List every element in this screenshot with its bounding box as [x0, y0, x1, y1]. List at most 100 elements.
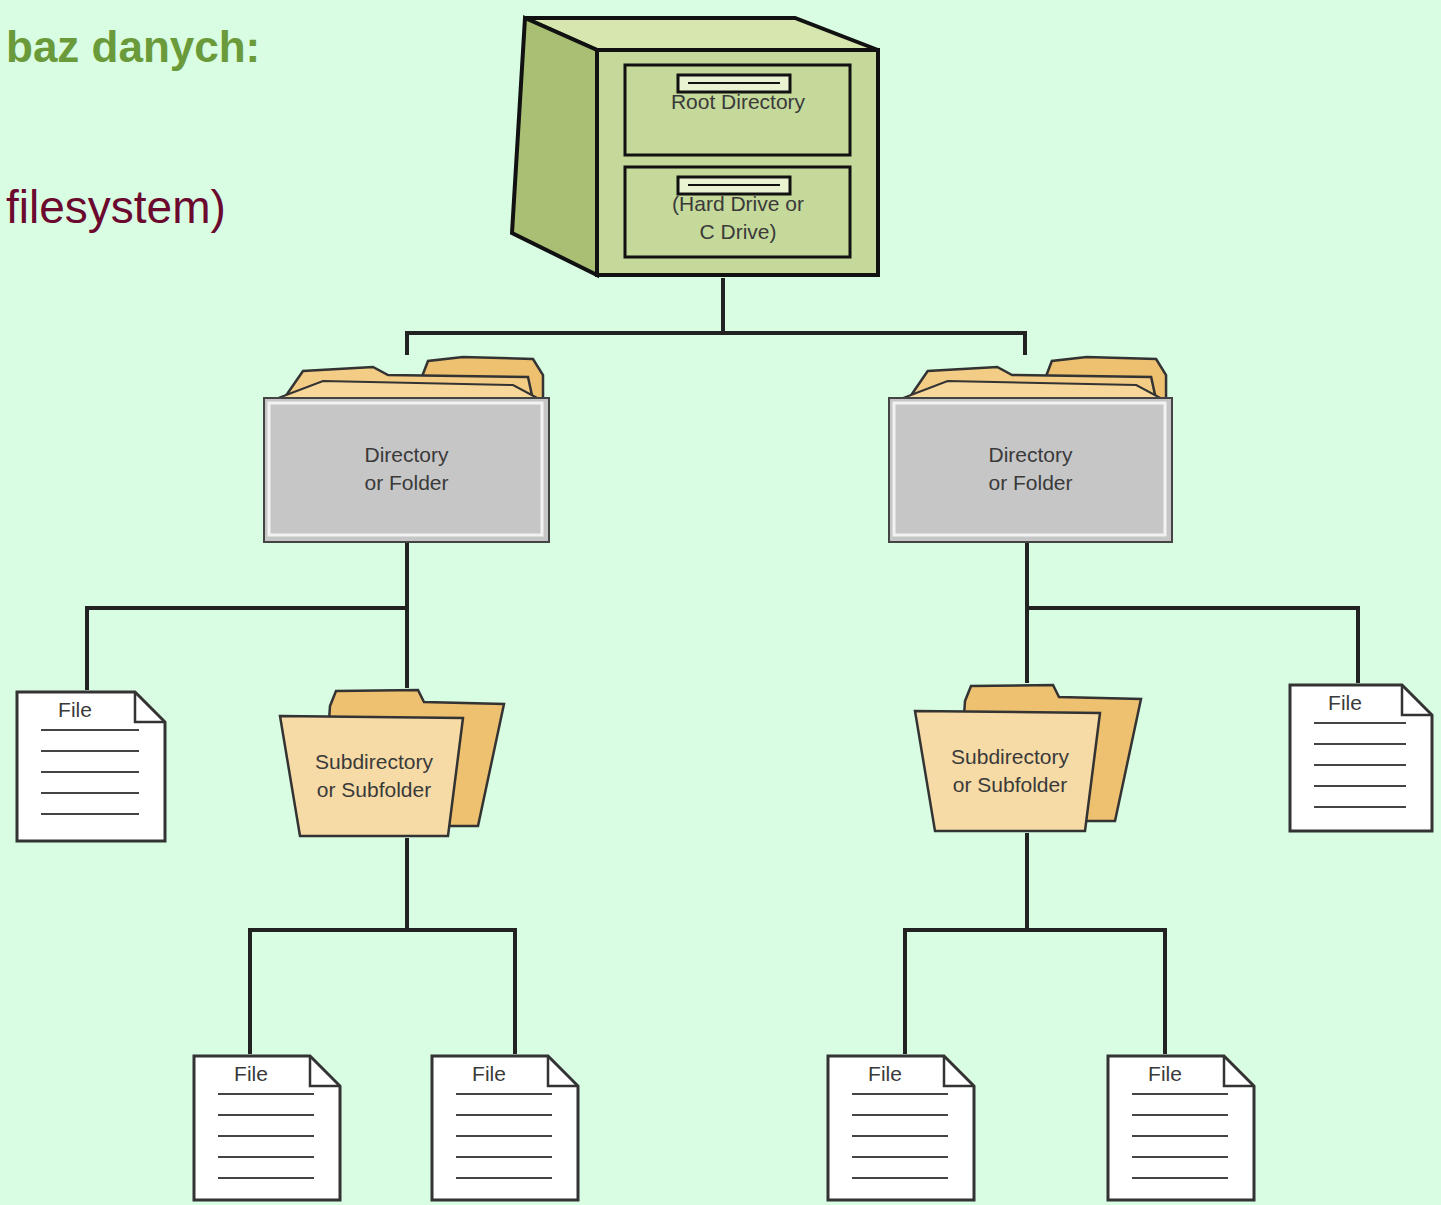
page-fold: [548, 1056, 578, 1086]
text-slot: File: [832, 1060, 938, 1088]
text-line: [218, 1093, 314, 1095]
text-line: [218, 1156, 314, 1158]
subfolder-front: [915, 711, 1100, 831]
cabinet-side: [512, 18, 597, 275]
subfolder: Subdirectory or Subfolder: [278, 688, 508, 838]
file-label: File: [1148, 1060, 1182, 1088]
tree-connector: [723, 278, 1025, 355]
page-fold: [135, 692, 165, 722]
directory-folder: Directory or Folder: [263, 355, 550, 543]
text-line: [456, 1114, 552, 1116]
directory-folder: Directory or Folder: [888, 355, 1173, 543]
file-cabinet: Root Directory (Hard Drive or C Drive): [510, 15, 880, 278]
text-line: [456, 1156, 552, 1158]
file-label: File: [1328, 689, 1362, 717]
file-document: File: [1106, 1054, 1256, 1202]
folder-box: [889, 398, 1172, 542]
cabinet-front: [597, 50, 878, 275]
tree-connector: [250, 838, 407, 1054]
text-line: [852, 1135, 948, 1137]
file-document: File: [15, 690, 167, 843]
text-slot: Subdirectory or Subfolder: [923, 715, 1097, 827]
text-line: [41, 792, 139, 794]
page-outline: [828, 1056, 974, 1200]
text-line: [1132, 1114, 1228, 1116]
page-fold: [1402, 685, 1432, 715]
folder-label: Root Directory: [671, 88, 805, 116]
drawer-handle: [678, 75, 790, 92]
folder-label: (Hard Drive or C Drive): [663, 190, 813, 245]
text-slot: File: [198, 1060, 304, 1088]
folder-box: [264, 398, 549, 542]
page-outline: [17, 692, 165, 841]
page-fold: [944, 1056, 974, 1086]
page-outline: [1108, 1056, 1254, 1200]
text-slot: (Hard Drive or C Drive): [628, 180, 848, 255]
text-line: [456, 1093, 552, 1095]
text-line: [1132, 1135, 1228, 1137]
folder-label: Subdirectory or Subfolder: [951, 743, 1069, 798]
text-line: [1314, 785, 1406, 787]
text-line: [852, 1177, 948, 1179]
text-line: [852, 1093, 948, 1095]
slide-text: filesystem): [6, 180, 226, 234]
page-outline: [194, 1056, 340, 1200]
handle-slot: [688, 82, 780, 84]
text-line: [41, 729, 139, 731]
file-document: File: [826, 1054, 976, 1202]
file-label: File: [58, 696, 92, 724]
text-line: [218, 1135, 314, 1137]
text-line: [456, 1135, 552, 1137]
folder-label: Directory or Folder: [988, 441, 1072, 496]
text-line: [852, 1114, 948, 1116]
folder-bevel: [269, 403, 542, 535]
file-document: File: [430, 1054, 580, 1202]
tree-connector: [407, 278, 723, 355]
text-line: [852, 1156, 948, 1158]
drawer-handle: [678, 177, 790, 194]
text-line: [41, 813, 139, 815]
file-cabinet-outline: [510, 15, 880, 278]
text-slot: Directory or Folder: [271, 403, 542, 535]
tree-connector: [905, 833, 1027, 1054]
file-label: File: [472, 1060, 506, 1088]
file-label: File: [234, 1060, 268, 1088]
text-line: [1132, 1093, 1228, 1095]
page-fold: [1224, 1056, 1254, 1086]
subfolder-front: [280, 716, 463, 836]
text-slot: File: [436, 1060, 542, 1088]
file-label: File: [868, 1060, 902, 1088]
slide-heading: baz danych:: [6, 22, 260, 72]
folder-label: Subdirectory or Subfolder: [315, 748, 433, 803]
tree-connector: [87, 543, 407, 690]
tree-connector: [1027, 833, 1165, 1054]
text-line: [218, 1177, 314, 1179]
page-fold: [310, 1056, 340, 1086]
text-line: [1132, 1156, 1228, 1158]
text-line: [1132, 1177, 1228, 1179]
folder-bevel: [894, 403, 1165, 535]
text-line: [1314, 722, 1406, 724]
text-slot: File: [1112, 1060, 1218, 1088]
tree-connector: [1027, 543, 1358, 683]
drawer: [625, 65, 850, 155]
folder-label: Directory or Folder: [364, 441, 448, 496]
text-slot: Root Directory: [628, 77, 848, 127]
text-slot: File: [1294, 689, 1396, 717]
file-document: File: [192, 1054, 342, 1202]
drawer: [625, 167, 850, 257]
text-line: [1314, 764, 1406, 766]
tree-connector: [405, 543, 409, 688]
text-line: [41, 771, 139, 773]
tree-connector: [407, 838, 515, 1054]
text-line: [41, 750, 139, 752]
file-document: File: [1288, 683, 1434, 833]
text-slot: File: [21, 696, 129, 724]
text-line: [218, 1114, 314, 1116]
text-line: [1314, 743, 1406, 745]
text-line: [1314, 806, 1406, 808]
page-outline: [1290, 685, 1432, 831]
page-outline: [432, 1056, 578, 1200]
